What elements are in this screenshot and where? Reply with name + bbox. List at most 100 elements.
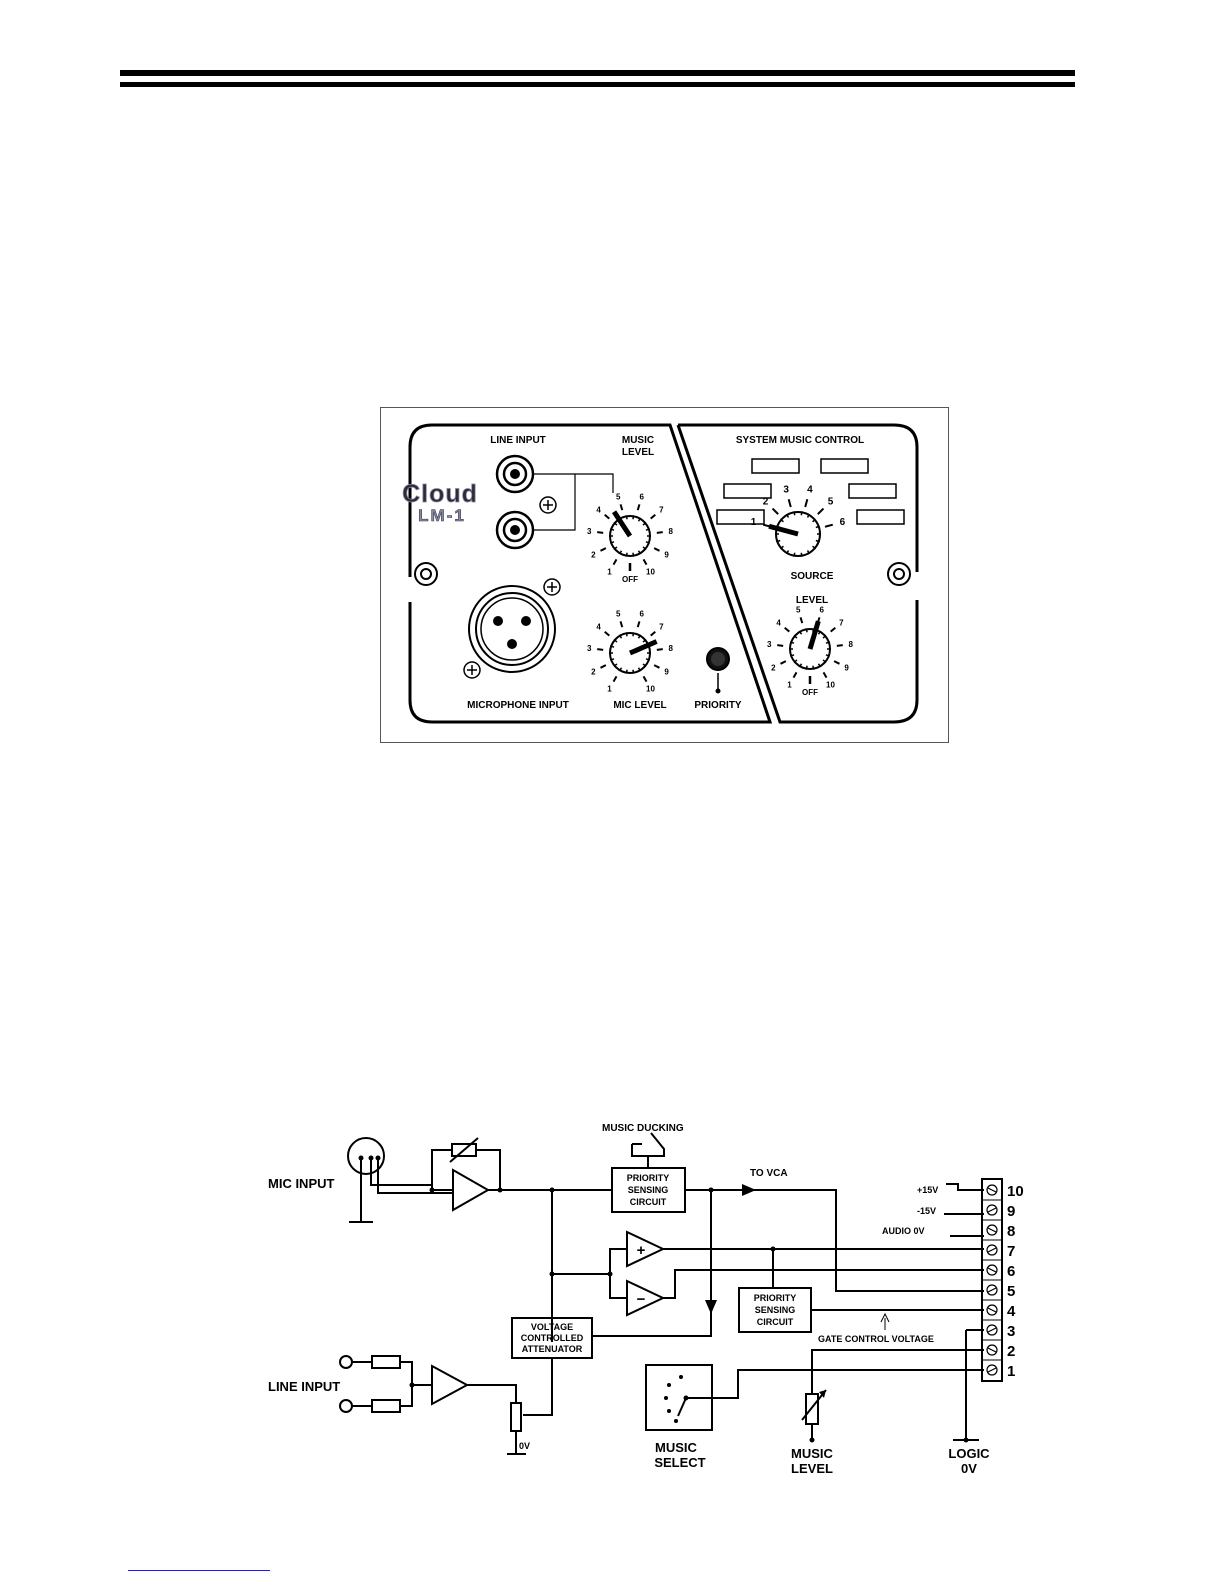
header-rule-thin (120, 82, 1075, 87)
vca-arrow-down (705, 1300, 717, 1314)
vca-line1: VOLTAGE (531, 1322, 573, 1332)
minus15v-label: -15V (917, 1206, 936, 1216)
knob-scale-label: 6 (640, 493, 645, 502)
mic-input-label: MIC INPUT (268, 1176, 335, 1191)
music-level-label-1: MUSIC (622, 435, 654, 446)
music-select-wiring (677, 1369, 984, 1417)
to-vca-arrow (742, 1184, 756, 1196)
knob-off-label: OFF (622, 575, 638, 584)
left-section-outline (408, 423, 773, 724)
music-select-line1: MUSIC (655, 1440, 698, 1455)
terminal-number: 10 (1007, 1183, 1024, 1200)
buffer-outputs (663, 1248, 984, 1299)
knob-scale-label: 5 (796, 606, 801, 615)
line-input-label: LINE INPUT (490, 435, 546, 446)
line-resistor-l (371, 1355, 401, 1369)
priority-sensing-2-line3: CIRCUIT (757, 1317, 794, 1327)
knob-scale-label: 6 (820, 606, 825, 615)
music-ducking-label: MUSIC DUCKING (602, 1123, 684, 1134)
priority-sensing-1-line1: PRIORITY (627, 1173, 670, 1183)
knob-scale-label: 1 (751, 517, 757, 528)
knob-scale-label: 2 (591, 667, 596, 676)
priority-sensing-2-line1: PRIORITY (754, 1293, 797, 1303)
microphone-input-label: MICROPHONE INPUT (467, 700, 569, 711)
knob-scale-label: 2 (591, 550, 596, 559)
terminal-number: 1 (1007, 1363, 1015, 1380)
plus-sign: + (637, 1242, 646, 1259)
line-amplifier (431, 1364, 470, 1406)
knob-scale-label: 8 (668, 644, 673, 653)
terminal-number: 9 (1007, 1203, 1015, 1220)
terminal-number: 8 (1007, 1223, 1015, 1240)
music-select-line2: SELECT (654, 1455, 705, 1470)
knob-scale-label: 5 (616, 610, 621, 619)
jack-screw (539, 496, 557, 514)
knob-scale-label: 9 (664, 550, 669, 559)
vca-line2: CONTROLLED (521, 1333, 584, 1343)
music-select-contacts (664, 1375, 689, 1423)
logic-0v-wiring (953, 1329, 984, 1441)
knob-scale-label: 8 (668, 527, 673, 536)
music-level-label-2: LEVEL (622, 447, 654, 458)
minus-sign: − (637, 1291, 646, 1308)
microphone-xlr-connector[interactable] (468, 585, 556, 673)
xlr-screw-bottom (463, 661, 481, 679)
knob-scale-label: 3 (767, 640, 772, 649)
priority-sensing-1-line2: SENSING (628, 1185, 669, 1195)
line-resistor-r (371, 1399, 401, 1413)
to-vca-label: TO VCA (750, 1168, 788, 1179)
knob-scale-label: 5 (828, 496, 834, 507)
priority-button[interactable] (706, 647, 730, 671)
knob-scale-label: 3 (587, 644, 592, 653)
zero-v-label: 0V (519, 1441, 530, 1451)
knob-scale-label: 6 (840, 517, 846, 528)
logic-0v-line2: 0V (961, 1461, 977, 1476)
knob-pointer (768, 523, 799, 537)
source-label: SOURCE (791, 571, 834, 582)
junction-dots (358, 1155, 969, 1443)
priority-indicator-dot (715, 688, 721, 694)
vca-control-line (592, 1322, 712, 1337)
knob-scale-label: 5 (616, 493, 621, 502)
terminal-number: 4 (1007, 1303, 1016, 1320)
priority-sensing-2-line2: SENSING (755, 1305, 796, 1315)
panel-frame (380, 407, 949, 743)
knob-scale-label: 10 (826, 681, 835, 690)
plus15v-label: +15V (917, 1185, 938, 1195)
comparator-feed (551, 1190, 627, 1342)
line-level-pot (510, 1402, 522, 1432)
knob-pointer (611, 510, 633, 538)
mounting-hole-right (887, 562, 911, 586)
minus-buffer-amp (626, 1279, 666, 1317)
mic-xlr-symbol (347, 1137, 385, 1175)
music-ducking-switch (631, 1132, 665, 1168)
mounting-hole-left (414, 562, 438, 586)
knob-scale-label: 8 (848, 640, 853, 649)
priority-label: PRIORITY (694, 700, 742, 711)
terminal-number: 3 (1007, 1323, 1015, 1340)
gate-voltage-arrow (880, 1312, 890, 1330)
terminal-number: 7 (1007, 1243, 1015, 1260)
knob-scale-label: 6 (640, 610, 645, 619)
knob-pointer (807, 620, 821, 650)
mic-gain-arrow (449, 1137, 479, 1163)
system-music-control-label: SYSTEM MUSIC CONTROL (736, 435, 864, 446)
knob-scale-label: 2 (763, 496, 769, 507)
music-level-arrowhead (819, 1390, 826, 1398)
audio-0v-label: AUDIO 0V (882, 1226, 925, 1236)
line-amp-output (467, 1384, 517, 1403)
knob-off-label: OFF (802, 688, 818, 697)
supply-wiring (944, 1183, 984, 1237)
priority-sensing-1-line3: CIRCUIT (630, 1197, 667, 1207)
music-level-line2: LEVEL (791, 1461, 833, 1476)
xlr-screw-top (543, 578, 561, 596)
knob-scale-label: 4 (596, 506, 601, 515)
knob-scale-label: 1 (787, 681, 792, 690)
source-label-boxes (716, 458, 905, 525)
terminal-number: 2 (1007, 1343, 1015, 1360)
level-label: LEVEL (796, 595, 828, 606)
